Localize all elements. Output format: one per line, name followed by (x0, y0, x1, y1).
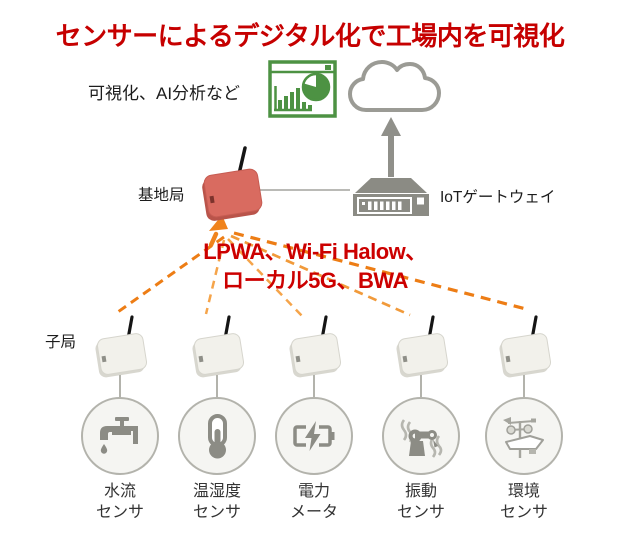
wireless-link-4 (230, 234, 411, 317)
sensor-badge (81, 397, 159, 475)
sensor-column-environment: 環境 センサ (472, 312, 576, 523)
sensor-label: 振動 センサ (396, 483, 445, 521)
sensor-drop-line (119, 375, 121, 397)
iot-gateway-device (353, 178, 429, 216)
sensor-column-water-flow: 水流 センサ (68, 312, 172, 523)
child-station-device (289, 315, 342, 378)
robot-arm-vibration-icon (400, 419, 443, 458)
sensor-drop-line (313, 375, 315, 397)
sensor-badge (485, 397, 563, 475)
base-station-label: 基地局 (138, 187, 185, 204)
wireless-link-1 (114, 235, 225, 316)
sensor-label: 環境 センサ (499, 483, 548, 521)
sensor-label: 水流 センサ (95, 483, 144, 521)
wireless-link-2 (204, 239, 226, 315)
iot-gateway-label: IoTゲートウェイ (440, 189, 556, 206)
analysis-label: 可視化、AI分析など (88, 84, 241, 103)
sensor-column-vibration: 振動 センサ (369, 312, 473, 523)
chart-window-icon (268, 60, 337, 118)
child-station-device (396, 315, 449, 378)
sensor-badge (178, 397, 256, 475)
sensor-badge (382, 397, 460, 475)
protocols-text: LPWA、Wi-Fi Halow、 ローカル5G、BWA (135, 237, 495, 295)
wireless-link-3 (227, 238, 303, 317)
sensor-label: 温湿度 センサ (192, 483, 241, 521)
sensor-drop-line (216, 375, 218, 397)
thermometer-icon (208, 414, 227, 459)
sensor-label: 電力 メータ (289, 483, 338, 521)
child-station-device (192, 315, 245, 378)
sensor-badge (275, 397, 353, 475)
protocols-line1: LPWA、Wi-Fi Halow、 (203, 239, 427, 264)
sensor-column-temp-humidity: 温湿度 センサ (165, 312, 269, 523)
child-station-label: 子局 (45, 334, 77, 351)
sensor-drop-line (523, 375, 525, 397)
uplink-arrow-tail (208, 231, 219, 248)
protocols-line2: ローカル5G、BWA (222, 268, 408, 293)
page-title: センサーによるデジタル化で工場内を可視化 (55, 21, 565, 51)
weather-station-icon (503, 417, 544, 458)
battery-bolt-icon (293, 421, 335, 451)
cloud-icon (348, 60, 441, 112)
sensor-column-power-meter: 電力 メータ (262, 312, 366, 523)
sensor-drop-line (420, 375, 422, 397)
faucet-icon (100, 417, 138, 454)
gateway-to-cloud-arrowhead (381, 117, 401, 136)
child-station-device (499, 315, 552, 378)
base-station-device (202, 146, 263, 221)
child-station-device (95, 315, 148, 378)
